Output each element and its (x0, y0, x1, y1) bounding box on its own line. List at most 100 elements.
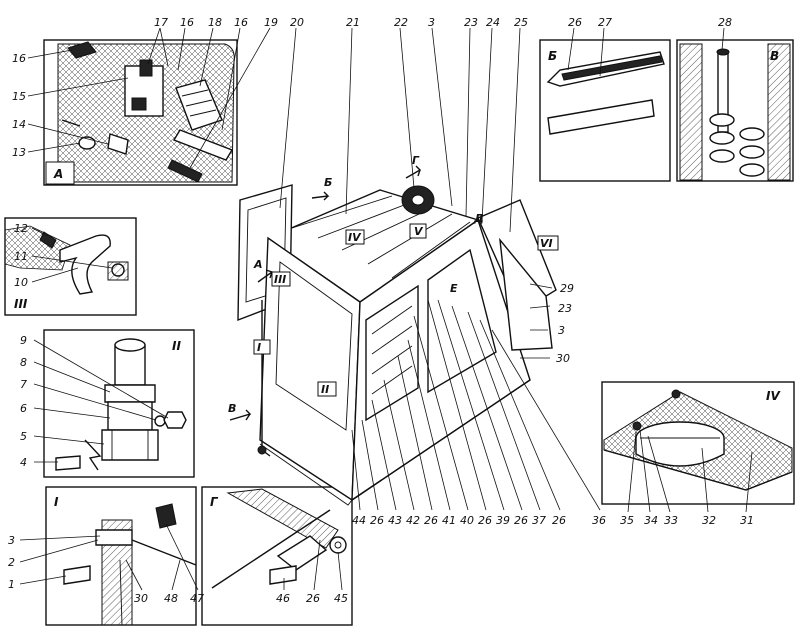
detail-panel-v (676, 39, 794, 182)
pointer-ii-box (317, 381, 337, 397)
panel-i-panel-48 (131, 539, 197, 566)
callout-37: 37 (532, 514, 546, 527)
callout-26-m4: 26 (514, 514, 528, 527)
callout-3-r: 3 (558, 324, 565, 337)
detail-panel-ii (43, 329, 195, 478)
panel-ii-ring-8 (104, 384, 156, 403)
panel-a-pedal-plate (175, 79, 223, 131)
detail-panel-a (43, 39, 238, 186)
pointer-v-box (409, 223, 427, 239)
callout-46: 46 (276, 592, 290, 605)
panel-labels: А Б В Г I II III I V (14, 49, 781, 509)
panel-g-bracket (276, 535, 328, 571)
view-arrows (229, 165, 559, 421)
callout-4: 4 (20, 456, 27, 469)
callout-19: 19 (264, 16, 278, 29)
callout-15: 15 (12, 90, 26, 103)
callout-22: 22 (394, 16, 408, 29)
pointer-v-label: В (228, 402, 236, 415)
panel-b-label: Б (548, 49, 557, 63)
panel-ii-bracket-5 (101, 429, 159, 461)
callout-39: 39 (496, 514, 510, 527)
main-cab (237, 184, 557, 506)
panel-iii-frame (4, 217, 137, 316)
callout-1: 1 (8, 578, 15, 591)
panel-a-clip-lower (131, 97, 147, 111)
pointer-i-box (253, 339, 271, 355)
callout-31: 31 (740, 514, 754, 527)
callout-13: 13 (12, 146, 26, 159)
pointer-v5-label: V (414, 225, 424, 238)
panel-g-label: Г (210, 495, 219, 509)
panel-v-wall-left (679, 43, 703, 181)
callout-40: 40 (460, 514, 474, 527)
cab-roof-fan-hub (411, 194, 425, 206)
panel-ii-cylinder-cap (114, 338, 146, 352)
pointer-i-label: I (257, 341, 261, 354)
callout-32: 32 (702, 514, 716, 527)
callout-47: 47 (190, 592, 204, 605)
panel-a-latch (67, 41, 97, 59)
callout-34: 34 (644, 514, 658, 527)
callout-30-r: 30 (556, 352, 570, 365)
panel-iii-hook-10 (59, 234, 111, 295)
detail-panel-b (539, 39, 671, 182)
panel-ii-label: II (172, 339, 181, 353)
callout-9: 9 (20, 334, 27, 347)
pointer-b-label: Б (324, 176, 332, 189)
panel-i-label: I (54, 495, 59, 509)
callout-numbers: 16 15 14 13 17 16 18 16 19 20 21 22 3 23… (8, 16, 754, 605)
callout-30-i: 30 (134, 592, 148, 605)
panel-a-frame (43, 39, 238, 186)
callout-28: 28 (718, 16, 732, 29)
callout-26-m5: 26 (552, 514, 566, 527)
callout-48: 48 (164, 592, 178, 605)
pointer-e-label: Е (450, 282, 458, 295)
panel-v-rod-head (716, 48, 730, 56)
callout-43: 43 (388, 514, 402, 527)
panel-g-nut-45 (329, 536, 347, 554)
callout-26-m2: 26 (424, 514, 438, 527)
panel-i-bolt-1 (63, 565, 91, 585)
panel-iv-disc-side (635, 438, 725, 467)
panel-g-bolt-46 (269, 565, 297, 585)
cab-handrail-mount (257, 445, 267, 455)
detail-panel-g (201, 486, 353, 626)
panel-g-seal-bar (226, 488, 339, 549)
pointer-g-label: Г (412, 154, 420, 167)
callout-27: 27 (598, 16, 612, 29)
cab-roof-ribs (291, 195, 471, 279)
panel-iv-edge (603, 449, 793, 491)
panel-ii-break-line (84, 439, 102, 471)
panel-a-bolt-14 (107, 133, 129, 155)
callout-35: 35 (620, 514, 634, 527)
arrow-v (229, 409, 252, 421)
pointer-ii-label: II (321, 383, 329, 396)
panel-b-frame (539, 39, 671, 182)
panel-g-glass-edge (211, 509, 331, 589)
callout-26-b: 26 (568, 16, 582, 29)
panel-i-post-3 (101, 519, 133, 626)
callout-8: 8 (20, 356, 27, 369)
panel-ii-nut-9 (163, 411, 187, 429)
panel-a-label-box (45, 161, 75, 185)
panel-a-clip-upper (139, 59, 153, 77)
pointer-a-label: А (253, 258, 263, 271)
panel-ii-frame (43, 329, 195, 478)
panel-g-frame (201, 486, 353, 626)
panel-v-rollers (709, 113, 765, 177)
detail-panel-i (45, 486, 197, 626)
callout-23-r: 23 (558, 302, 572, 315)
callout-45: 45 (334, 592, 348, 605)
panel-ii-washer-7 (154, 415, 166, 427)
panel-ii-bolt-4 (55, 455, 81, 471)
pointer-d-label: Д (473, 212, 484, 225)
pointer-iv-box (345, 229, 365, 245)
panel-iv-frame (601, 381, 795, 505)
cab-front-window (275, 261, 353, 431)
panel-iii-label: III (14, 297, 28, 311)
pointer-vi-box (537, 235, 559, 251)
callout-41: 41 (442, 514, 456, 527)
panel-iii-bolt-12 (39, 231, 57, 249)
